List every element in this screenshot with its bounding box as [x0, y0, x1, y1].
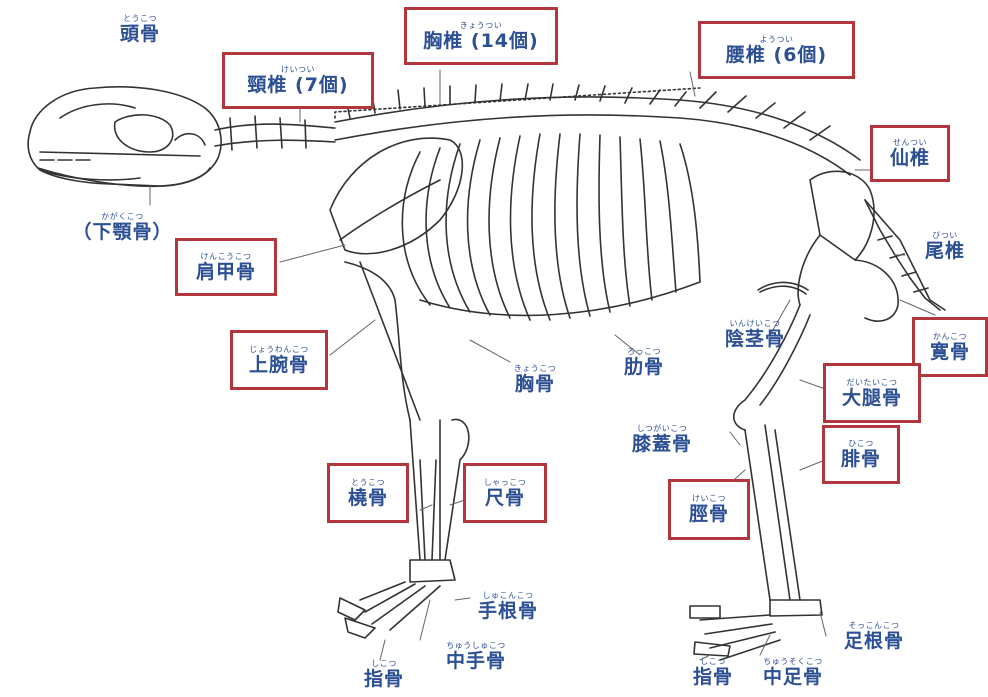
front-leg-drawing [330, 138, 469, 638]
metatarsals-name: 中足骨 [763, 666, 823, 688]
radius-name: 橈骨 [348, 487, 388, 509]
radius-label: とうこつ 橈骨 [327, 463, 409, 523]
patella-furigana: しつがいこつ [637, 424, 688, 433]
hind-phalanges-label: しこつ 指骨 [680, 650, 746, 694]
ulna-furigana: しゃっこつ [484, 478, 527, 487]
front-phalanges-label: しこつ 指骨 [348, 652, 420, 696]
thoracic-name: 胸椎 (14個) [423, 30, 538, 52]
scapula-name: 肩甲骨 [196, 261, 256, 283]
skull-label: とうこつ 頭骨 [105, 8, 175, 50]
skull-furigana: とうこつ [123, 14, 157, 23]
ribcage-drawing [402, 134, 700, 320]
tibia-label: けいこつ 脛骨 [668, 479, 750, 540]
fibula-label: ひこつ 腓骨 [822, 425, 900, 484]
carpals-label: しゅこんこつ 手根骨 [458, 583, 558, 629]
metatarsals-furigana: ちゅうそくこつ [763, 657, 823, 666]
caudal-label: びつい 尾椎 [905, 222, 985, 270]
ulna-name: 尺骨 [485, 487, 525, 509]
hip-label: かんこつ 寛骨 [912, 317, 988, 377]
cervical-label: けいつい 頸椎 (7個) [222, 52, 374, 109]
radius-furigana: とうこつ [351, 478, 385, 487]
tarsals-furigana: そっこんこつ [849, 621, 900, 630]
tibia-furigana: けいこつ [692, 494, 726, 503]
front-phalanges-name: 指骨 [364, 668, 404, 690]
sternum-label: きょうこつ 胸骨 [490, 355, 580, 403]
metacarpals-label: ちゅうしゅこつ 中手骨 [420, 633, 532, 679]
sternum-name: 胸骨 [515, 373, 555, 395]
femur-label: だいたいこつ 大腿骨 [823, 363, 921, 423]
ulna-label: しゃっこつ 尺骨 [463, 463, 547, 523]
ribs-label: ろっこつ 肋骨 [605, 338, 683, 386]
cervical-name: 頸椎 (7個) [247, 74, 348, 96]
lumbar-label: ようつい 腰椎 (6個) [698, 21, 855, 79]
baculum-label: いんけいこつ 陰茎骨 [705, 310, 805, 358]
femur-furigana: だいたいこつ [847, 378, 898, 387]
baculum-furigana: いんけいこつ [730, 319, 781, 328]
hip-name: 寛骨 [930, 341, 970, 363]
mandible-name: （下顎骨） [72, 221, 172, 243]
ribs-name: 肋骨 [624, 356, 664, 378]
humerus-label: じょうわんこつ 上腕骨 [230, 330, 328, 390]
skull-name: 頭骨 [120, 23, 160, 45]
patella-name: 膝蓋骨 [632, 433, 692, 455]
thoracic-furigana: きょうつい [460, 21, 503, 30]
ribs-furigana: ろっこつ [627, 347, 661, 356]
tibia-name: 脛骨 [689, 503, 729, 525]
caudal-furigana: びつい [932, 231, 958, 240]
sacrum-label: せんつい 仙椎 [870, 125, 950, 182]
sacrum-furigana: せんつい [893, 138, 927, 147]
caudal-name: 尾椎 [925, 240, 965, 262]
thoracic-label: きょうつい 胸椎 (14個) [404, 7, 558, 65]
metacarpals-furigana: ちゅうしゅこつ [446, 641, 506, 650]
tarsals-name: 足根骨 [844, 630, 904, 652]
sacrum-name: 仙椎 [890, 147, 930, 169]
metatarsals-label: ちゅうそくこつ 中足骨 [738, 650, 848, 694]
lumbar-name: 腰椎 (6個) [726, 44, 827, 66]
humerus-furigana: じょうわんこつ [249, 345, 309, 354]
fibula-furigana: ひこつ [848, 439, 874, 448]
cervical-furigana: けいつい [281, 65, 315, 74]
patella-label: しつがいこつ 膝蓋骨 [612, 415, 712, 463]
hind-phalanges-furigana: しこつ [700, 657, 726, 666]
hip-furigana: かんこつ [933, 332, 967, 341]
skull-drawing [28, 87, 221, 186]
carpals-furigana: しゅこんこつ [483, 591, 534, 600]
femur-name: 大腿骨 [842, 387, 902, 409]
hind-phalanges-name: 指骨 [693, 666, 733, 688]
front-phalanges-furigana: しこつ [371, 659, 397, 668]
mandible-label: かがくこつ （下顎骨） [70, 203, 175, 251]
carpals-name: 手根骨 [478, 600, 538, 622]
sternum-furigana: きょうこつ [514, 364, 557, 373]
mandible-furigana: かがくこつ [101, 212, 144, 221]
lumbar-furigana: ようつい [760, 35, 794, 44]
baculum-name: 陰茎骨 [725, 328, 785, 350]
metacarpals-name: 中手骨 [446, 650, 506, 672]
scapula-label: けんこうこつ 肩甲骨 [175, 238, 277, 296]
fibula-name: 腓骨 [841, 448, 881, 470]
scapula-furigana: けんこうこつ [201, 252, 252, 261]
humerus-name: 上腕骨 [249, 354, 309, 376]
